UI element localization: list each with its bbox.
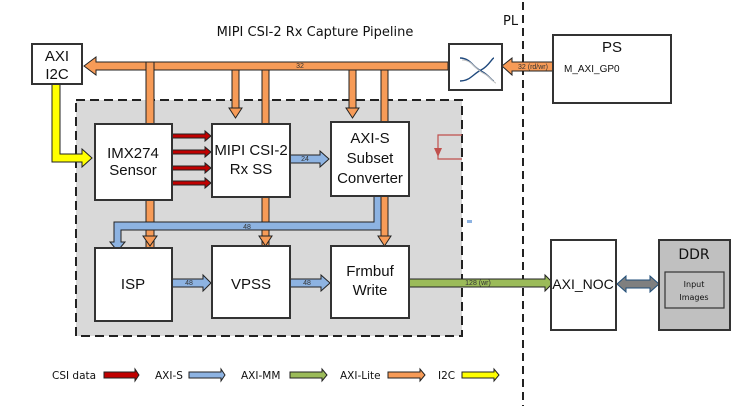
isp-block[interactable]: ISP xyxy=(94,247,173,322)
vpss-to-frmbuf-width: 48 xyxy=(303,280,311,287)
mipi-to-subset-stream xyxy=(289,149,330,169)
lite-to-i2c-arrow xyxy=(83,56,151,76)
svg-text:MIPI CSI-2: MIPI CSI-2 xyxy=(214,142,287,159)
mipi-csi2-rx-block[interactable]: MIPI CSI-2 Rx SS xyxy=(211,123,291,198)
svg-text:VPSS: VPSS xyxy=(231,276,271,293)
legend-swatch-axilite xyxy=(387,367,426,383)
lite-bus-width-label: 32 xyxy=(296,63,304,70)
ps-block[interactable]: PS M_AXI_GP0 xyxy=(552,34,672,104)
lite-drop-subset xyxy=(348,69,357,111)
svg-text:IMX274: IMX274 xyxy=(107,145,159,162)
diagram-title: MIPI CSI-2 Rx Capture Pipeline xyxy=(217,25,414,40)
svg-text:Converter: Converter xyxy=(337,170,403,187)
svg-text:AXI-S: AXI-S xyxy=(350,130,389,147)
svg-text:Write: Write xyxy=(353,282,388,299)
legend: CSI data AXI-S AXI-MM AXI-Lite I2C xyxy=(52,367,500,383)
svg-text:AXI-S: AXI-S xyxy=(155,370,183,382)
imx274-sensor-block[interactable]: IMX274 Sensor xyxy=(94,123,173,201)
ps-port-label: M_AXI_GP0 xyxy=(564,64,620,75)
subset-to-isp-width: 48 xyxy=(243,224,251,231)
svg-text:CSI data: CSI data xyxy=(52,370,96,382)
isp-to-vpss-width: 48 xyxy=(185,280,193,287)
svg-text:Rx SS: Rx SS xyxy=(230,161,273,178)
svg-text:I2C: I2C xyxy=(45,66,69,83)
legend-item-axi-s: AXI-S xyxy=(155,367,226,383)
svg-text:Images: Images xyxy=(679,293,708,302)
i2c-link-arrow xyxy=(51,83,93,169)
stray-dash xyxy=(467,220,472,223)
legend-item-i2c: I2C xyxy=(438,367,500,383)
pl-label: PL xyxy=(503,14,519,29)
legend-swatch-axis xyxy=(188,367,226,383)
svg-text:AXI_NOC: AXI_NOC xyxy=(552,276,613,292)
axi-noc-block[interactable]: AXI_NOC xyxy=(550,239,617,331)
csi-data-lanes xyxy=(171,129,212,190)
lite-drop-mipi xyxy=(231,69,240,111)
legend-item-axi-mm: AXI-MM xyxy=(241,367,328,383)
svg-text:Input: Input xyxy=(684,280,705,289)
mipi-to-subset-width: 24 xyxy=(301,156,309,163)
svg-text:AXI-Lite: AXI-Lite xyxy=(340,370,381,382)
ddr-block[interactable]: DDR Input Images xyxy=(658,239,731,331)
svg-text:Frmbuf: Frmbuf xyxy=(346,263,394,280)
svg-text:ISP: ISP xyxy=(121,276,145,293)
stray-marker xyxy=(434,134,462,160)
input-images-buffer: Input Images xyxy=(664,271,725,309)
svg-text:AXI: AXI xyxy=(45,48,69,65)
svg-text:Subset: Subset xyxy=(347,150,395,167)
legend-item-csi-data: CSI data xyxy=(52,367,140,383)
frmbuf-to-noc-width: 128 (wr) xyxy=(465,280,491,287)
svg-text:AXI-MM: AXI-MM xyxy=(241,370,280,382)
svg-text:I2C: I2C xyxy=(438,370,455,382)
vpss-block[interactable]: VPSS xyxy=(211,245,291,319)
axi-i2c-block[interactable]: AXI I2C xyxy=(31,43,83,85)
frmbuf-write-block[interactable]: Frmbuf Write xyxy=(330,245,410,319)
legend-swatch-i2c xyxy=(461,367,500,383)
legend-swatch-csi xyxy=(103,367,140,383)
legend-swatch-aximm xyxy=(289,367,328,383)
svg-text:PS: PS xyxy=(602,39,622,56)
svg-text:Sensor: Sensor xyxy=(109,162,157,179)
axi-s-subset-converter-block[interactable]: AXI-S Subset Converter xyxy=(330,121,410,197)
frmbuf-to-noc-mm xyxy=(407,273,554,293)
subset-to-isp-stream xyxy=(108,195,382,252)
ps-link-label: 32 (rd/wr) xyxy=(518,64,548,71)
isp-to-vpss-stream xyxy=(171,273,212,293)
svg-text:DDR: DDR xyxy=(678,247,710,263)
noc-ddr-bidirectional-arrow xyxy=(616,274,660,294)
legend-item-axi-lite: AXI-Lite xyxy=(340,367,426,383)
vpss-to-frmbuf-stream xyxy=(289,273,331,293)
axi-interconnect-block[interactable] xyxy=(448,43,503,91)
